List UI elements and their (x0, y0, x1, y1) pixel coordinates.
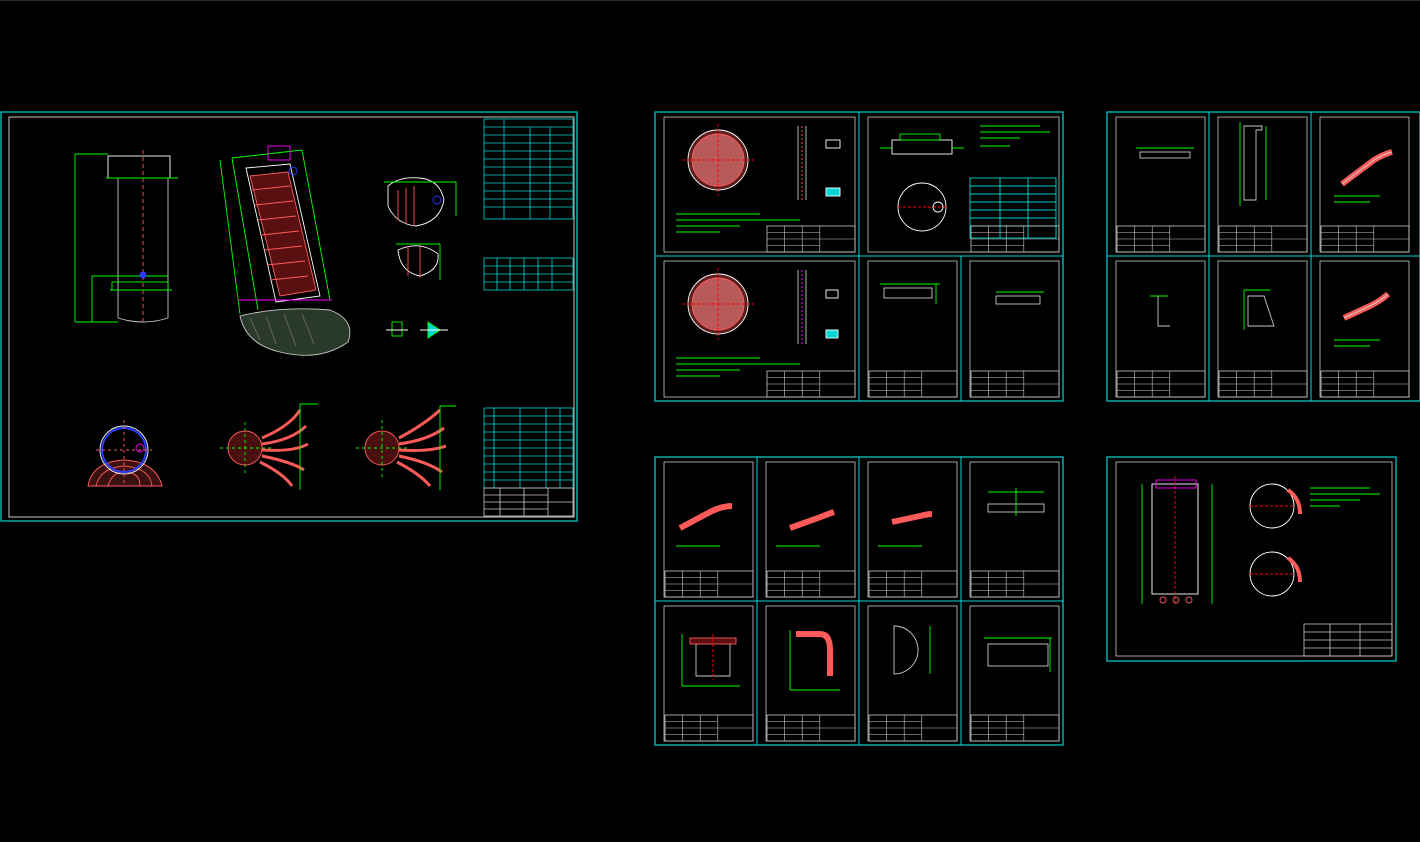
sheet-frame (654, 255, 860, 402)
section-view-a (87, 420, 163, 487)
title-block-grid (665, 715, 753, 741)
title-block-grid (971, 371, 1059, 397)
angle-bracket-part (1150, 295, 1170, 327)
section-view-c (356, 405, 456, 490)
technical-spec-table (483, 118, 574, 220)
plate-part-2 (995, 291, 1044, 305)
sheet-inner-frame (8, 116, 575, 518)
weld-detail-a (386, 321, 408, 337)
title-block-grid (869, 715, 957, 741)
vessel-front-elevation (74, 150, 178, 323)
sheet-frame (654, 111, 860, 257)
weld-detail-b (420, 321, 448, 339)
title-block-grid (1219, 226, 1307, 252)
shell-notes (1310, 487, 1380, 507)
sheet-border (0, 111, 578, 522)
title-block (483, 487, 574, 517)
shell-elevation (1141, 476, 1213, 604)
sheet-inner-frame (1115, 461, 1393, 657)
sheet-frame (858, 111, 1064, 257)
cover-flange-detail (880, 125, 1057, 239)
pipe-parts-group[interactable] (654, 456, 1064, 746)
flange-part (987, 488, 1045, 516)
title-block-grid (971, 715, 1059, 741)
small-parts-group-right[interactable] (1106, 111, 1420, 402)
title-block-grid (971, 571, 1059, 597)
title-block-grid (869, 571, 957, 597)
title-block-grid (869, 371, 957, 397)
title-block-grid (1321, 226, 1409, 252)
tubesheet-plan-1 (676, 124, 841, 233)
title-block-grid (767, 371, 855, 397)
bent-pipe-part-2 (1334, 291, 1391, 347)
title-block-grid (1117, 226, 1205, 252)
title-block-grid (665, 571, 753, 597)
bent-pipe-part-4 (776, 509, 835, 547)
shell-section-b (1249, 551, 1302, 597)
rect-plate-part (984, 637, 1052, 672)
bar-part (1136, 147, 1194, 159)
window-top-border (0, 0, 1420, 1)
title-block-grid (1219, 371, 1307, 397)
assembly-sheet[interactable] (0, 111, 578, 522)
bent-pipe-part-5 (878, 511, 933, 547)
channel-part (1239, 122, 1267, 206)
sheet-frame (960, 255, 1064, 402)
title-block-grid (767, 571, 855, 597)
tubesheet-parts-group[interactable] (654, 111, 1064, 402)
title-block-grid (1117, 371, 1205, 397)
bent-pipe-part-1 (1334, 149, 1393, 203)
half-disc-part (893, 625, 931, 675)
title-block-grid (971, 226, 1059, 252)
plate-part-1 (880, 283, 940, 304)
nozzle-detail-1 (384, 177, 457, 227)
nozzle-detail-2 (396, 243, 441, 280)
shell-section-a (1249, 483, 1302, 529)
shell-detail-sheet[interactable] (1106, 456, 1397, 662)
elbow-pipe-part (789, 630, 840, 691)
shell-title-block (1303, 623, 1393, 657)
bent-pipe-part-3 (676, 503, 733, 547)
tubesheet-plan-2 (676, 268, 839, 377)
sheet-border (1106, 456, 1397, 662)
title-block-grid (1321, 371, 1409, 397)
title-block-grid (767, 715, 855, 741)
tube-bundle-elevation (219, 145, 351, 356)
sheet-frame (858, 255, 962, 402)
title-block-grid (767, 226, 855, 252)
nozzle-table (483, 257, 574, 291)
parts-list-table (483, 407, 574, 489)
nozzle-neck-part (681, 634, 740, 687)
small-sheet-title-blocks (664, 225, 1410, 742)
section-view-b (220, 403, 318, 490)
tapered-plate-part (1243, 289, 1275, 330)
